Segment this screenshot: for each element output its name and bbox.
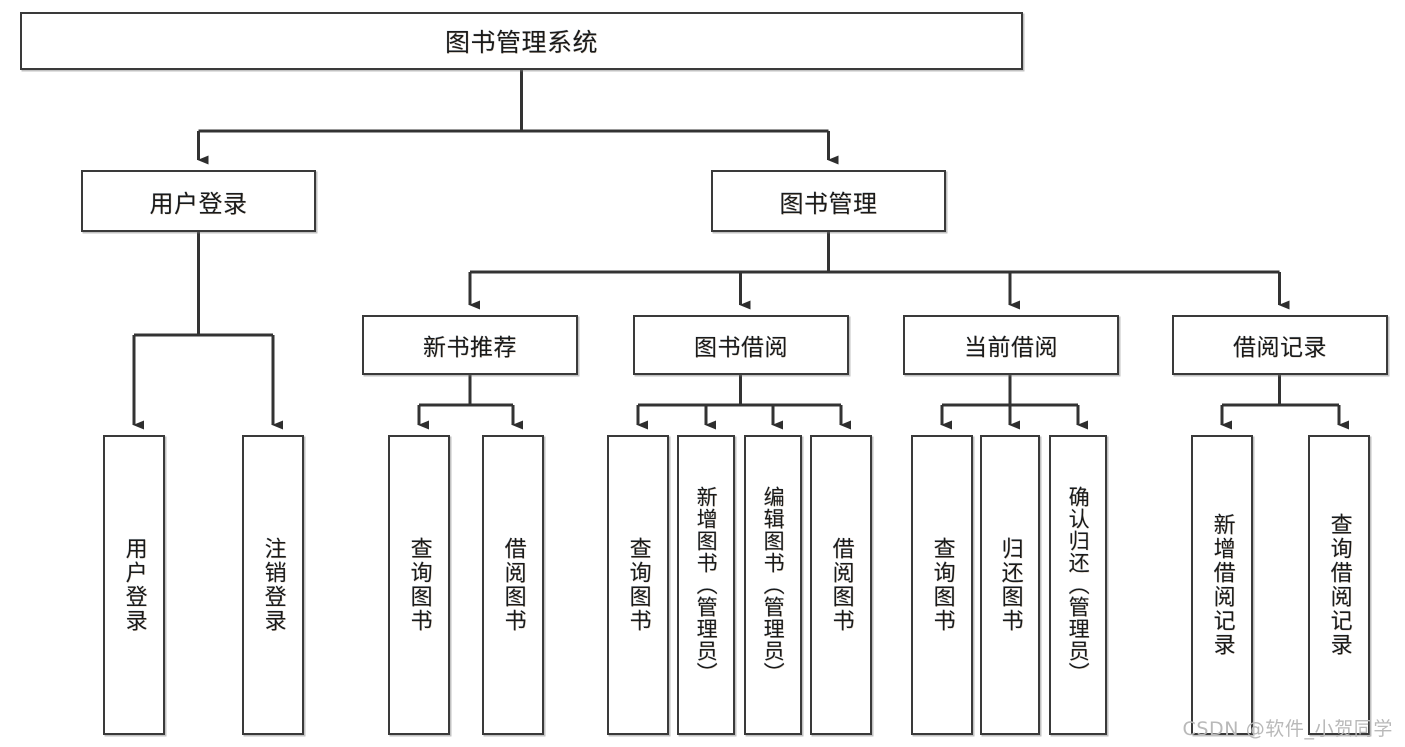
- node-leaf-user-login-label: 用户登录: [121, 537, 147, 633]
- node-leaf-query-record[interactable]: 查询借阅记录: [1308, 435, 1370, 735]
- node-leaf-query-book-1-label: 查询图书: [406, 537, 432, 633]
- node-leaf-borrow-book-2[interactable]: 借阅图书: [810, 435, 872, 735]
- node-current-borrow-label: 当前借阅: [964, 335, 1058, 361]
- node-leaf-edit-book[interactable]: 编辑图书（管理员）: [744, 435, 802, 735]
- node-leaf-confirm-return[interactable]: 确认归还（管理员）: [1049, 435, 1107, 735]
- node-book-manage-label: 图书管理: [779, 189, 878, 218]
- node-current-borrow[interactable]: 当前借阅: [903, 315, 1119, 375]
- node-leaf-return-book[interactable]: 归还图书: [980, 435, 1040, 735]
- node-leaf-query-book-1[interactable]: 查询图书: [388, 435, 450, 735]
- node-borrow-record[interactable]: 借阅记录: [1172, 315, 1388, 375]
- node-leaf-borrow-book-1-label: 借阅图书: [500, 537, 526, 633]
- node-user-login-label: 用户登录: [149, 189, 248, 218]
- node-leaf-return-book-label: 归还图书: [997, 537, 1023, 633]
- node-leaf-borrow-book-2-label: 借阅图书: [828, 537, 854, 633]
- node-leaf-query-book-2-label: 查询图书: [625, 537, 651, 633]
- node-leaf-edit-book-label: 编辑图书（管理员）: [761, 486, 786, 684]
- node-leaf-logout-login-label: 注销登录: [260, 537, 286, 633]
- node-user-login[interactable]: 用户登录: [81, 170, 316, 232]
- node-new-book-recommend[interactable]: 新书推荐: [362, 315, 578, 375]
- node-root[interactable]: 图书管理系统: [20, 12, 1023, 70]
- node-leaf-add-book[interactable]: 新增图书（管理员）: [677, 435, 735, 735]
- node-leaf-query-book-2[interactable]: 查询图书: [607, 435, 669, 735]
- node-leaf-user-login[interactable]: 用户登录: [103, 435, 165, 735]
- node-leaf-query-book-3-label: 查询图书: [929, 537, 955, 633]
- node-leaf-add-book-label: 新增图书（管理员）: [694, 486, 719, 684]
- node-book-borrow[interactable]: 图书借阅: [633, 315, 849, 375]
- node-root-label: 图书管理系统: [444, 28, 598, 57]
- node-new-book-recommend-label: 新书推荐: [423, 335, 517, 361]
- node-leaf-logout-login[interactable]: 注销登录: [242, 435, 304, 735]
- node-leaf-query-record-label: 查询借阅记录: [1326, 513, 1352, 657]
- node-leaf-confirm-return-label: 确认归还（管理员）: [1066, 486, 1091, 684]
- node-book-manage[interactable]: 图书管理: [711, 170, 946, 232]
- node-leaf-borrow-book-1[interactable]: 借阅图书: [482, 435, 544, 735]
- node-book-borrow-label: 图书借阅: [694, 335, 788, 361]
- node-borrow-record-label: 借阅记录: [1233, 335, 1327, 361]
- node-leaf-query-book-3[interactable]: 查询图书: [911, 435, 973, 735]
- node-leaf-add-record-label: 新增借阅记录: [1209, 513, 1235, 657]
- node-leaf-add-record[interactable]: 新增借阅记录: [1191, 435, 1253, 735]
